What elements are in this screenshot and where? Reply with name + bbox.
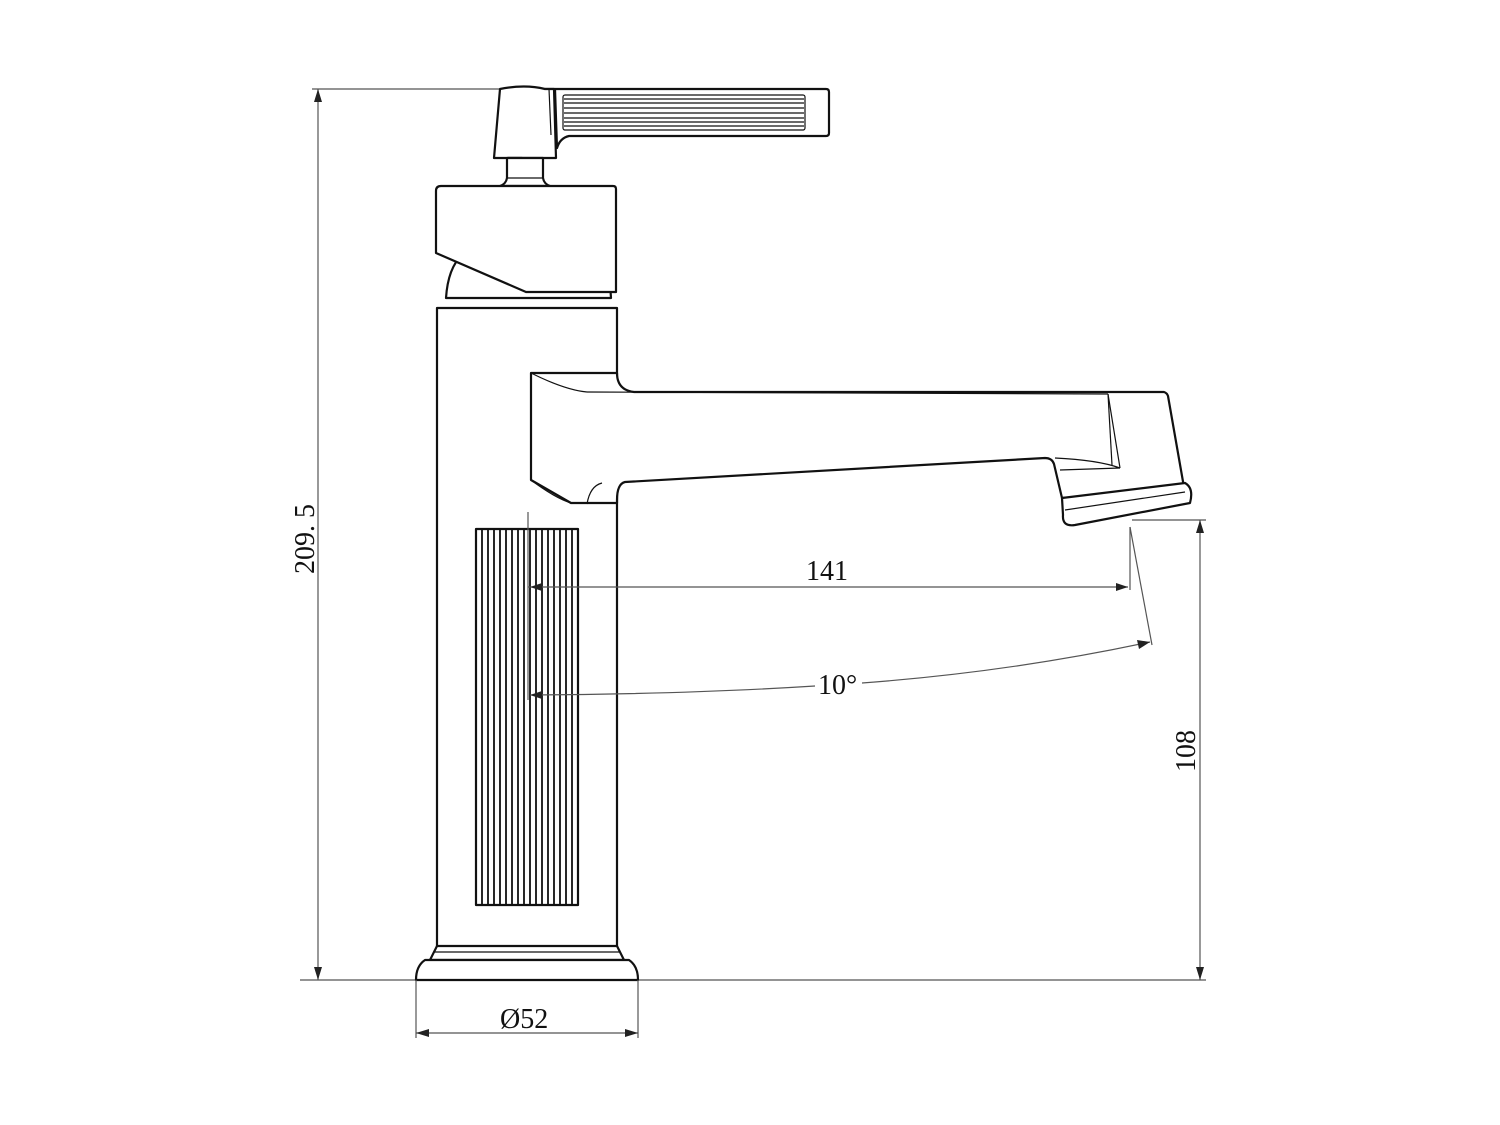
outlet-height-label: 108 — [1171, 730, 1202, 772]
overall-height-label: 209. 5 — [290, 504, 321, 574]
overall-height-dimension: 209. 5 — [290, 88, 560, 980]
arrow-left-icon — [416, 1029, 429, 1037]
arrow-down-icon — [1196, 967, 1204, 980]
lever-handle — [492, 85, 831, 160]
arrow-down-icon — [314, 967, 322, 980]
arrow-up-icon — [1196, 520, 1204, 533]
spout-reach-dimension: 141 — [527, 512, 1131, 700]
base-diameter-label: Ø52 — [500, 1004, 548, 1035]
spout — [529, 371, 1187, 505]
arrow-left-icon — [530, 583, 542, 591]
swivel-angle-dimension: 10° — [529, 526, 1153, 701]
fluted-grip — [474, 527, 580, 907]
base-ring — [414, 944, 640, 982]
base-diameter-dimension: Ø52 — [415, 980, 639, 1038]
cartridge-housing — [434, 184, 618, 300]
arrow-up-icon — [314, 89, 322, 102]
spout-reach-label: 141 — [806, 556, 848, 587]
aerator-outlet — [1060, 481, 1193, 527]
handle-stem — [498, 156, 552, 188]
outlet-height-dimension: 108 — [1132, 519, 1206, 980]
lever-grip-grooves — [562, 94, 806, 131]
arrow-right-icon — [1137, 640, 1150, 649]
swivel-angle-label: 10° — [818, 670, 857, 701]
arrow-right-icon — [625, 1029, 638, 1037]
arrow-left-icon — [530, 691, 542, 699]
arrow-right-icon — [1116, 583, 1128, 591]
